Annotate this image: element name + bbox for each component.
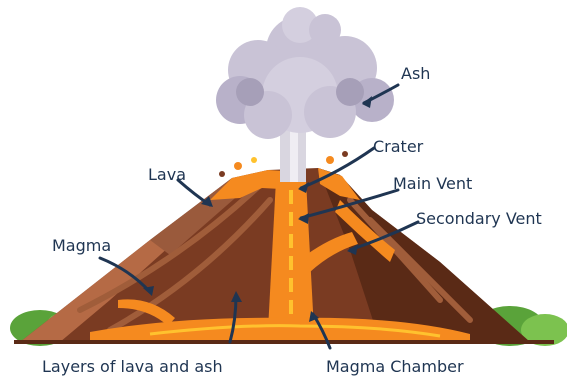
label-magma: Magma	[52, 237, 111, 255]
label-magma-chamber: Magma Chamber	[326, 358, 464, 376]
label-crater: Crater	[373, 138, 423, 156]
label-lava: Lava	[148, 166, 186, 184]
label-ash: Ash	[401, 65, 430, 83]
ground-line	[14, 340, 554, 344]
label-main-vent: Main Vent	[393, 175, 472, 193]
ash-cloud	[216, 7, 394, 139]
label-layers-of-lava-and-ash: Layers of lava and ash	[42, 358, 223, 376]
label-secondary-vent: Secondary Vent	[416, 210, 542, 228]
